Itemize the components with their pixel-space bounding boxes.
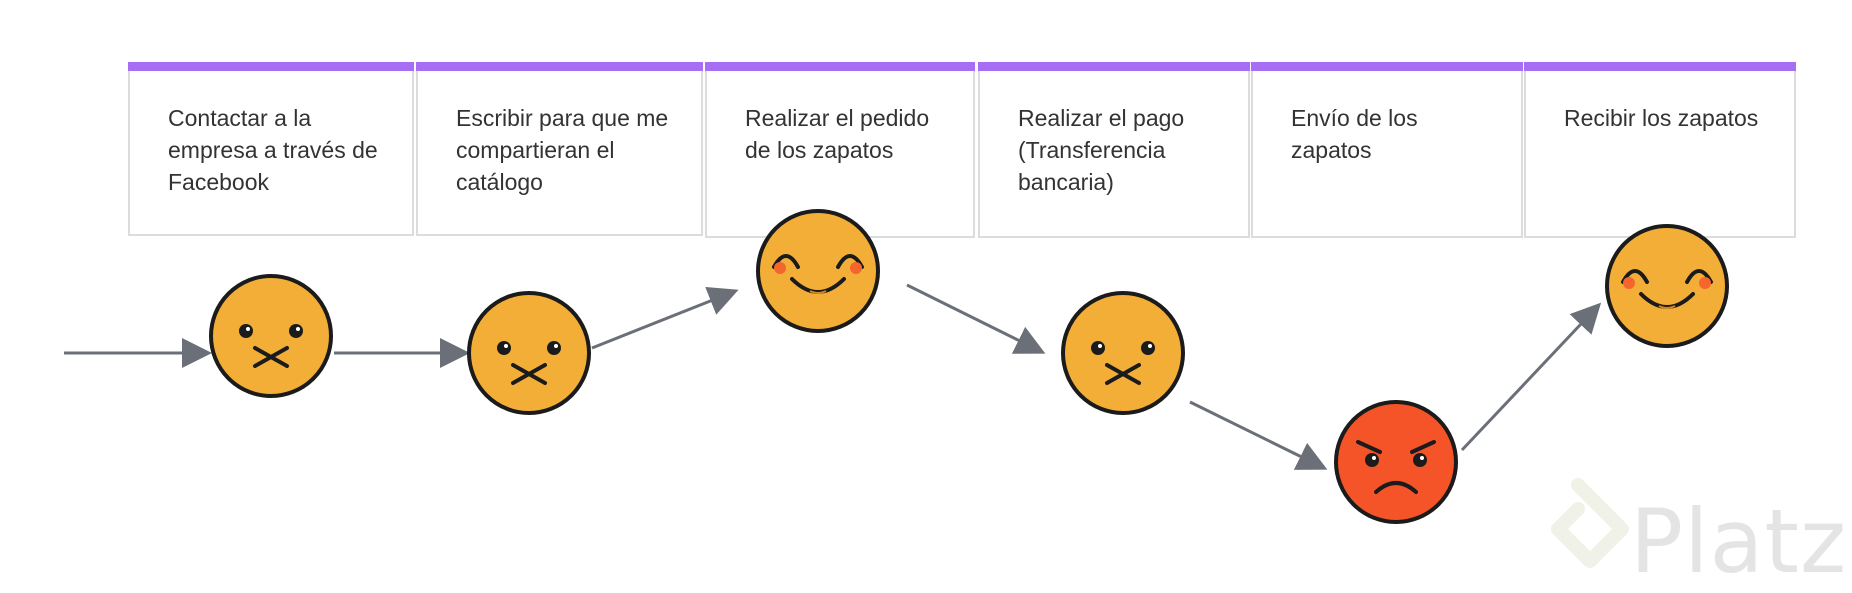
happy-face-icon xyxy=(756,209,880,333)
stage-card-5: Envío de los zapatos xyxy=(1251,62,1523,238)
neutral-muted-face-icon xyxy=(1061,291,1185,415)
neutral-muted-face-icon xyxy=(209,274,333,398)
stage-accent-bar xyxy=(416,62,703,71)
angry-face-icon xyxy=(1334,400,1458,524)
stage-label-3: Realizar el pedido de los zapatos xyxy=(745,105,930,163)
neutral-muted-face-icon xyxy=(467,291,591,415)
stage-accent-bar xyxy=(128,62,414,71)
stage-accent-bar xyxy=(978,62,1250,71)
stage-accent-bar xyxy=(1524,62,1796,71)
stage-label-2: Escribir para que me compartieran el cat… xyxy=(456,105,669,195)
stage-label-6: Recibir los zapatos xyxy=(1564,105,1759,131)
flow-arrow xyxy=(591,286,739,350)
stage-label-5: Envío de los zapatos xyxy=(1291,105,1418,163)
stage-card-4: Realizar el pago (Transferencia bancaria… xyxy=(978,62,1250,238)
stage-card-2: Escribir para que me compartieran el cat… xyxy=(416,62,703,236)
stage-card-1: Contactar a la empresa a través de Faceb… xyxy=(128,62,414,236)
stage-accent-bar xyxy=(1251,62,1523,71)
platzi-logo-icon xyxy=(1551,478,1629,568)
stage-label-4: Realizar el pago (Transferencia bancaria… xyxy=(1018,105,1185,195)
happy-face-icon xyxy=(1605,224,1729,348)
stage-label-1: Contactar a la empresa a través de Faceb… xyxy=(168,105,378,195)
flow-arrow xyxy=(906,283,1046,354)
flow-arrow xyxy=(1189,400,1328,470)
flow-arrow xyxy=(1460,302,1602,452)
stage-accent-bar xyxy=(705,62,975,71)
platzi-watermark: Platzi xyxy=(1630,490,1852,593)
